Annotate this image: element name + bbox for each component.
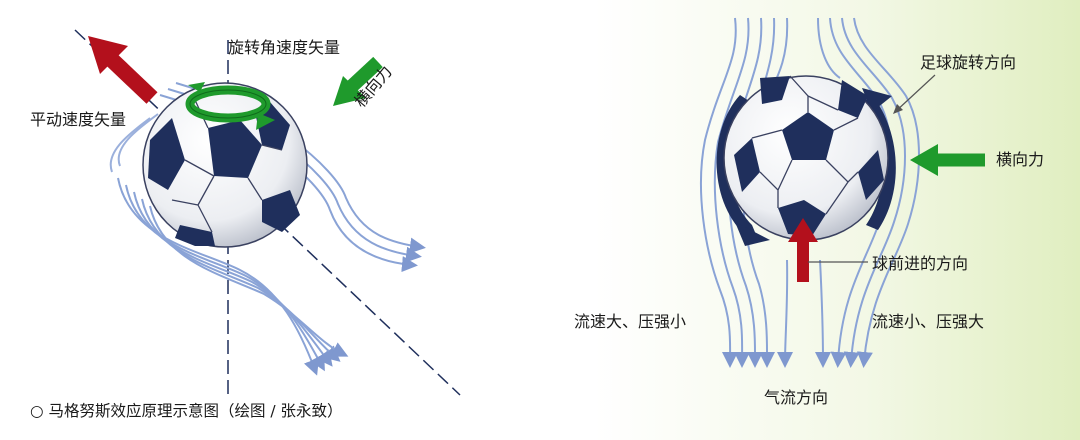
- ball-direction-label: 球前进的方向: [872, 254, 969, 273]
- right-diagram: [700, 17, 985, 362]
- left-soccer-ball: [142, 82, 308, 248]
- spin-direction-sweep: [716, 88, 896, 246]
- spin-vector-label: 旋转角速度矢量: [228, 38, 341, 57]
- left-streamlines-front: [109, 113, 159, 173]
- right-soccer-ball: [723, 75, 889, 241]
- left-diagram: [74, 29, 461, 396]
- right-side-flow-label: 流速小、压强大: [872, 312, 985, 331]
- airflow-direction-label: 气流方向: [764, 388, 829, 407]
- left-lateral-force-arrow: [333, 56, 383, 106]
- spin-rotation-arrow: [185, 82, 275, 130]
- translation-vector-label: 平动速度矢量: [30, 110, 127, 129]
- right-lateral-force-arrow: [910, 144, 985, 176]
- left-side-flow-label: 流速大、压强小: [574, 312, 687, 331]
- figure-caption: ○ 马格努斯效应原理示意图（绘图 / 张永致）: [30, 402, 343, 420]
- spin-direction-label: 足球旋转方向: [920, 53, 1017, 72]
- translation-velocity-arrow: [88, 36, 158, 104]
- spin-direction-leader: [894, 74, 936, 113]
- right-lateral-force-label: 横向力: [996, 150, 1045, 169]
- ball-direction-arrow: [788, 218, 818, 282]
